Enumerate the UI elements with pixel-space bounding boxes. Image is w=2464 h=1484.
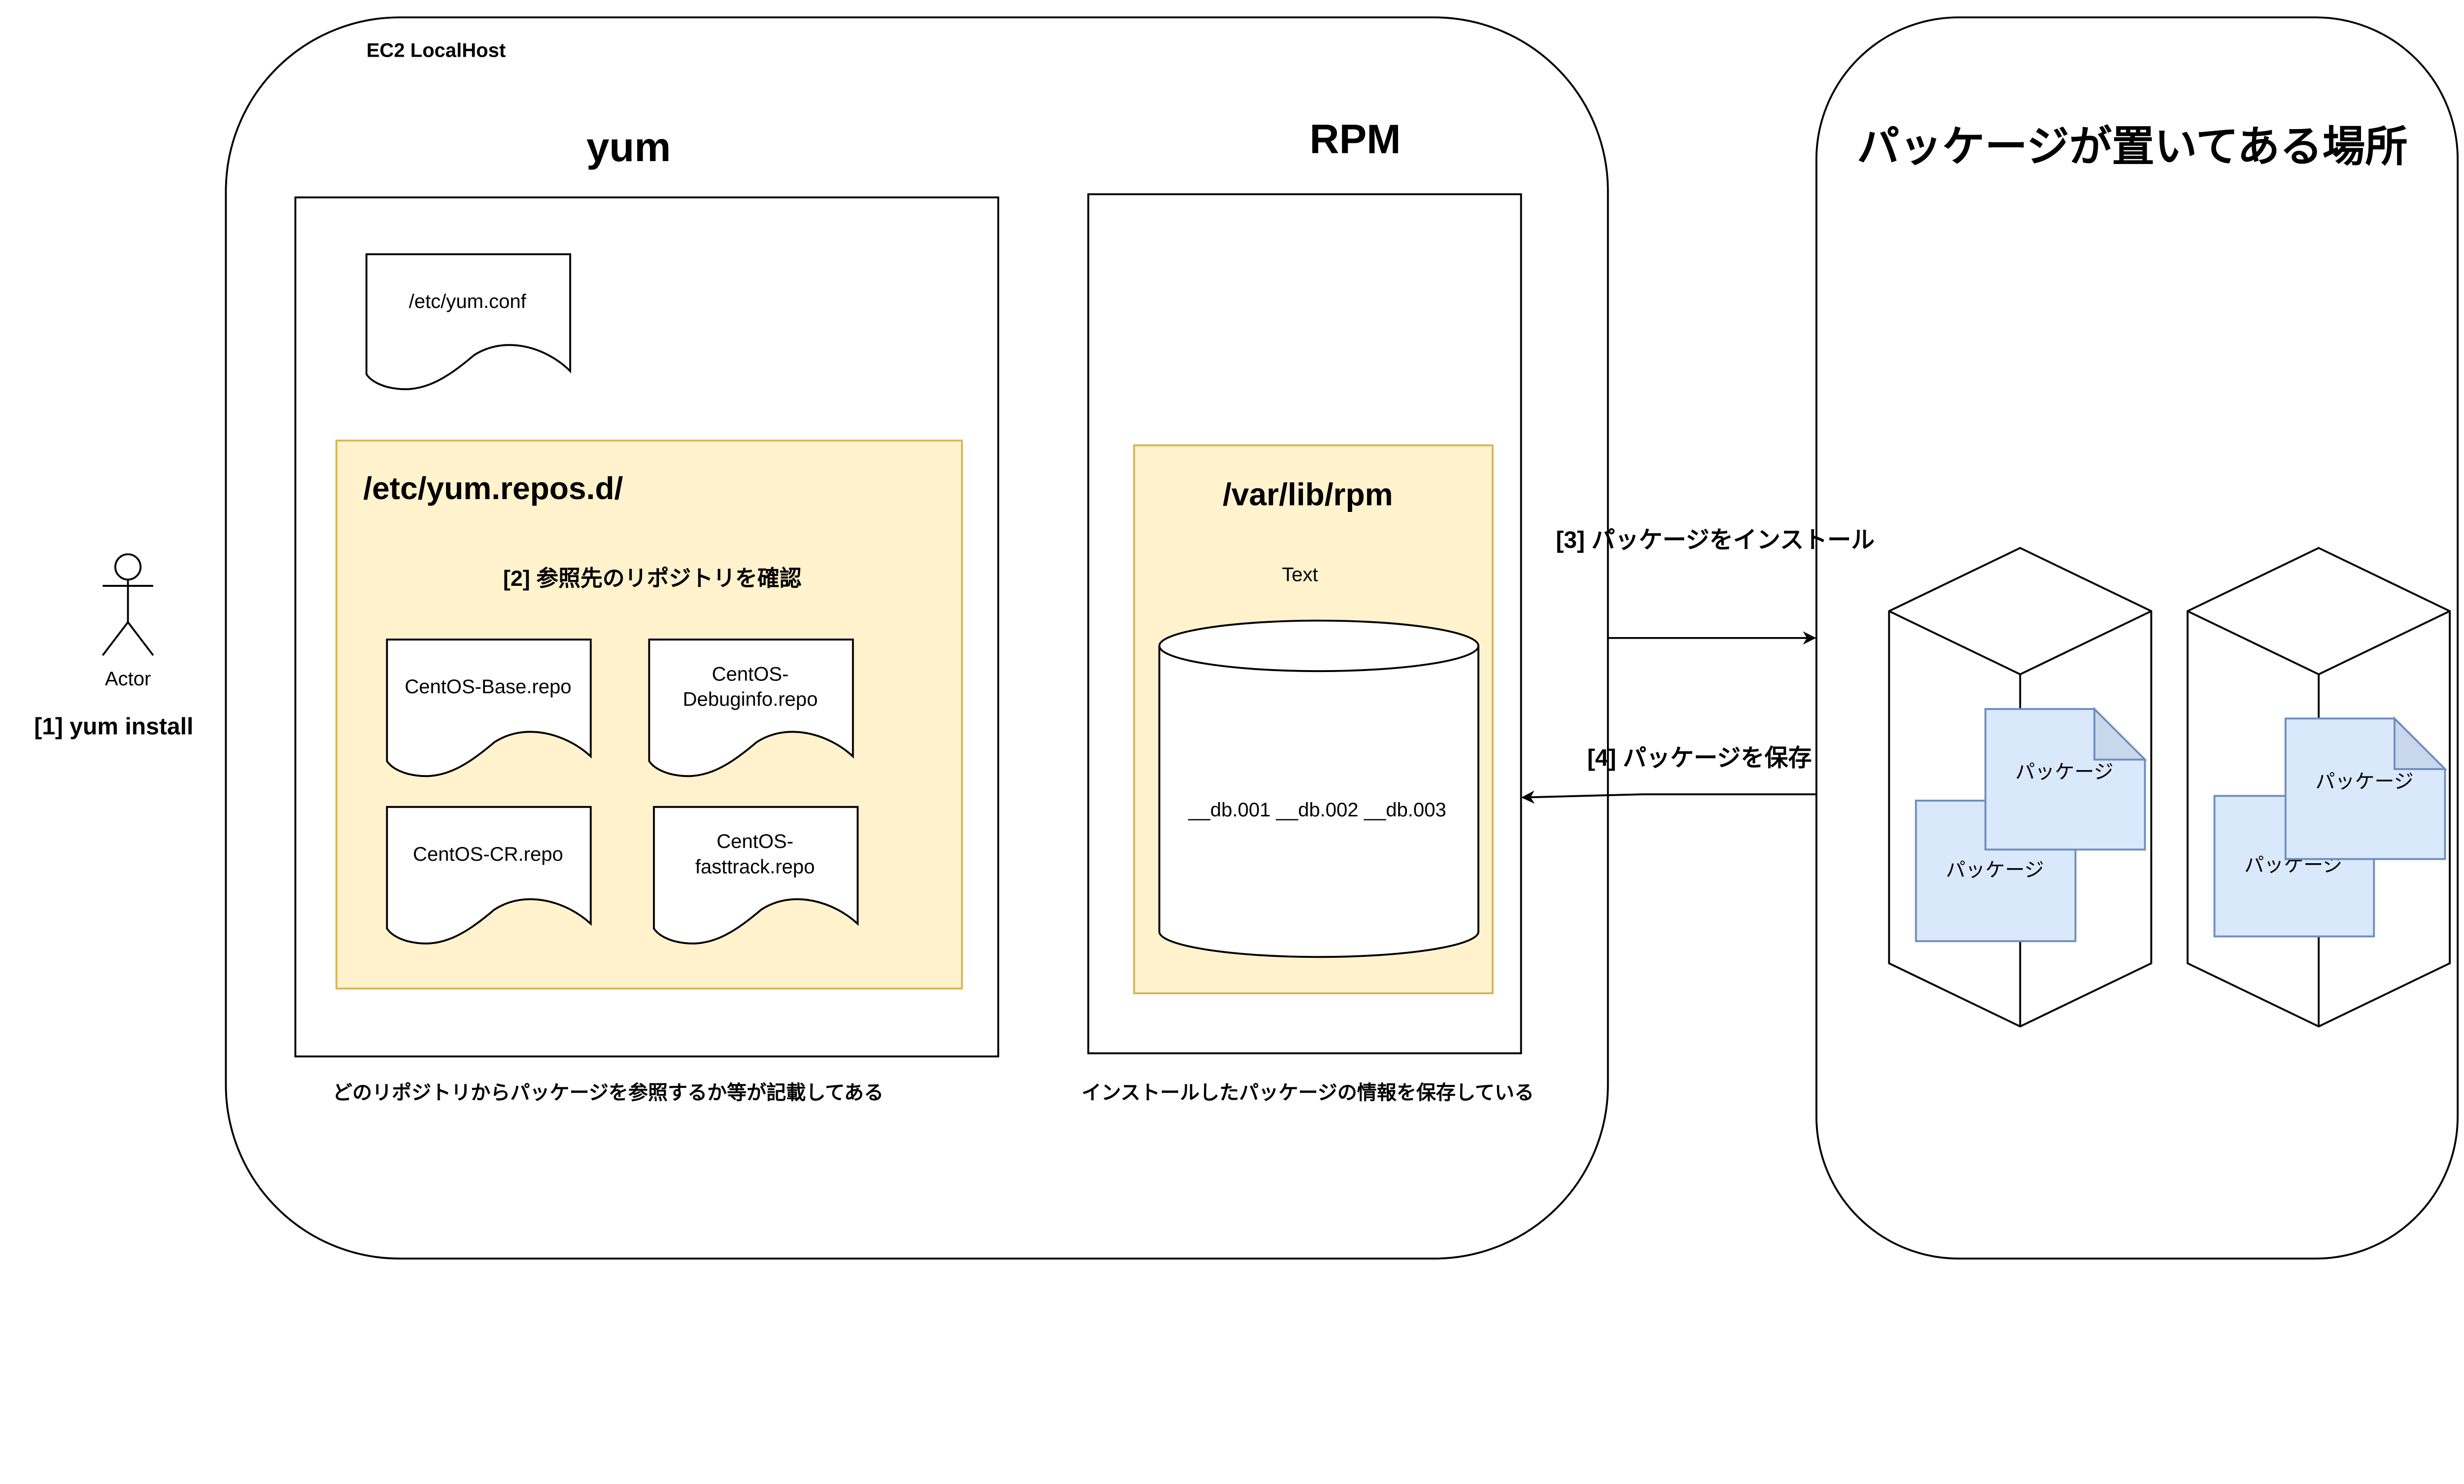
save-arrow	[1521, 790, 1816, 804]
repo-file-document: CentOS-CR.repo	[386, 806, 592, 944]
rpm-text: Text	[1282, 564, 1318, 585]
yum-conf-document: /etc/yum.conf	[365, 253, 571, 390]
rpm-db-files: __db.001 __db.002 __db.003	[1188, 799, 1446, 821]
actor-figure	[102, 553, 154, 656]
yum-conf-name: /etc/yum.conf	[409, 291, 527, 312]
repo-file-name: CentOS-Base.repo	[405, 676, 571, 698]
package-label: パッケージ	[2315, 771, 2413, 792]
repo-file-document: CentOS- Debuginfo.repo	[648, 639, 854, 777]
package-file-icon: パッケージ	[2284, 716, 2448, 860]
step2-label: [2] 参照先のリポジトリを確認	[503, 566, 802, 591]
rpm-title: RPM	[1309, 116, 1401, 162]
rpm-caption: インストールしたパッケージの情報を保存している	[1082, 1082, 1534, 1104]
yum-caption: どのリポジトリからパッケージを参照するか等が記載してある	[333, 1082, 884, 1104]
repo-file-name: CentOS-CR.repo	[413, 843, 563, 865]
repo-file-document: CentOS-fasttrack.repo	[652, 806, 859, 944]
package-file-icon: パッケージ	[1984, 707, 2148, 851]
step3-label: [3] パッケージをインストール	[1556, 527, 1875, 553]
ec2-label: EC2 LocalHost	[367, 39, 506, 61]
rpm-database-cylinder: __db.001 __db.002 __db.003	[1158, 619, 1479, 958]
actor-label: Actor	[105, 668, 151, 690]
repo-file-document: CentOS-Base.repo	[386, 639, 592, 777]
repo-file-name: Debuginfo.repo	[683, 689, 818, 710]
repository-title: パッケージが置いてある場所	[1857, 123, 2408, 170]
diagram: EC2 LocalHost yum /etc/yum.conf /etc/yum…	[34, 16, 2459, 1260]
yum-title: yum	[586, 124, 671, 170]
step1-label: [1] yum install	[34, 713, 193, 740]
yum-repos-title: /etc/yum.repos.d/	[363, 471, 623, 506]
repo-file-name: CentOS-	[712, 663, 789, 685]
package-label: パッケージ	[2015, 761, 2113, 783]
repo-files: CentOS-Base.repoCentOS-Debuginfo.repoCen…	[386, 639, 859, 944]
actor-head	[114, 553, 142, 581]
step4-label: [4] パッケージを保存	[1587, 744, 1812, 771]
rpm-db-title: /var/lib/rpm	[1223, 477, 1393, 512]
package-label: パッケージ	[1946, 859, 2044, 881]
repo-file-name: CentOS-	[717, 831, 793, 852]
repo-file-name: fasttrack.repo	[695, 856, 815, 877]
